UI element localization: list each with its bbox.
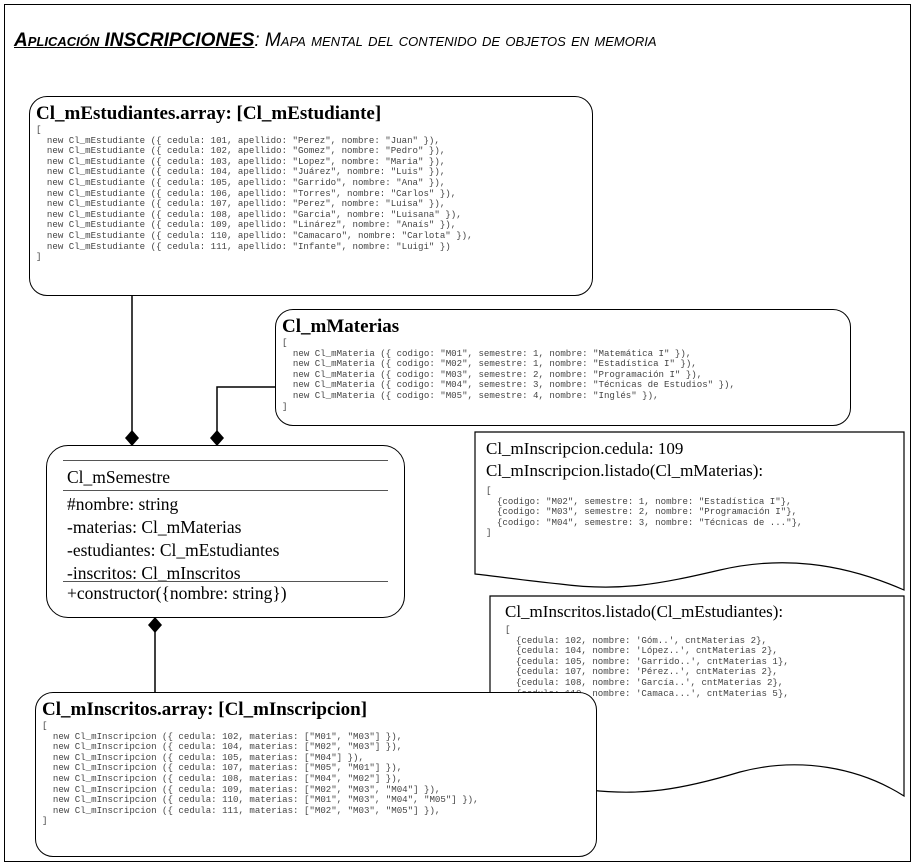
inscritos-box: Cl_mInscritos.array: [Cl_mInscripcion] […	[35, 692, 597, 857]
materia-line: new Cl_mMateria ({ codigo: "M04", semest…	[282, 379, 735, 391]
materia-line: new Cl_mMateria ({ codigo: "M02", semest…	[282, 358, 697, 370]
semestre-constructor: +constructor({nombre: string})	[67, 583, 287, 603]
materias-open: [	[282, 337, 288, 348]
inscripcion-listado: Cl_mInscripcion.listado(Cl_mMaterias):	[486, 461, 764, 480]
materias-box: Cl_mMaterias [ new Cl_mMateria ({ codigo…	[275, 309, 851, 426]
estudiante-line: new Cl_mEstudiante ({ cedula: 111, apell…	[36, 240, 451, 252]
inscritos-note-line: {cedula: 105, nombre: 'Garrido..', cntMa…	[505, 655, 789, 667]
inscripcion-note-line: {codigo: "M03", semestre: 2, nombre: "Pr…	[486, 506, 798, 518]
materias-close: ]	[282, 400, 288, 412]
inscripcion-line: new Cl_mInscripcion ({ cedula: 107, mate…	[42, 762, 403, 774]
inscritos-note-open: [	[505, 624, 511, 635]
inscritos-note-line: {cedula: 104, nombre: 'López..', cntMate…	[505, 645, 778, 657]
estudiantes-box: Cl_mEstudiantes.array: [Cl_mEstudiante] …	[29, 96, 593, 296]
inscripcion-note-line: {codigo: "M02", semestre: 1, nombre: "Es…	[486, 495, 792, 507]
inscripcion-note-line: {codigo: "M04", semestre: 3, nombre: "Té…	[486, 516, 803, 528]
semestre-class-box: Cl_mSemestre #nombre: string -materias: C…	[46, 445, 405, 618]
inscritos-listado-header: Cl_mInscritos.listado(Cl_mEstudiantes):	[505, 602, 784, 621]
estudiante-line: new Cl_mEstudiante ({ cedula: 110, apell…	[36, 229, 473, 241]
inscritos-note-line: {cedula: 108, nombre: 'García..', cntMat…	[505, 676, 784, 688]
inscritos-note-line: {cedula: 102, nombre: 'Góm..', cntMateri…	[505, 634, 767, 646]
materias-header: Cl_mMaterias	[282, 316, 400, 337]
materia-line: new Cl_mMateria ({ codigo: "M05", semest…	[282, 389, 659, 401]
estudiantes-open: [	[36, 124, 42, 135]
estudiante-line: new Cl_mEstudiante ({ cedula: 107, apell…	[36, 198, 446, 210]
inscripcion-line: new Cl_mInscripcion ({ cedula: 111, mate…	[42, 804, 441, 816]
page-title: Aplicación INSCRIPCIONES: Mapa mental de…	[14, 30, 657, 52]
inscripcion-line: new Cl_mInscripcion ({ cedula: 109, mate…	[42, 783, 441, 795]
materia-line: new Cl_mMateria ({ codigo: "M03", semest…	[282, 368, 703, 380]
inscritos-close: ]	[42, 815, 48, 827]
diagram-frame	[4, 4, 911, 862]
inscritos-note-line: {cedula: 107, nombre: 'Pérez..', cntMate…	[505, 666, 778, 678]
inscripcion-open: [	[486, 485, 492, 496]
semestre-attribute: -materias: Cl_mMaterias	[67, 517, 242, 537]
inscripcion-note: Cl_mInscripcion.cedula: 109 Cl_mInscripc…	[486, 438, 896, 539]
inscripcion-close: ]	[486, 527, 492, 539]
inscripcion-cedula: Cl_mInscripcion.cedula: 109	[486, 439, 684, 458]
inscripcion-line: new Cl_mInscripcion ({ cedula: 105, mate…	[42, 751, 364, 763]
semestre-class-name: Cl_mSemestre	[67, 467, 171, 487]
materia-line: new Cl_mMateria ({ codigo: "M01", semest…	[282, 347, 692, 359]
estudiante-line: new Cl_mEstudiante ({ cedula: 109, apell…	[36, 219, 457, 231]
estudiante-line: new Cl_mEstudiante ({ cedula: 102, apell…	[36, 145, 446, 157]
estudiante-line: new Cl_mEstudiante ({ cedula: 105, apell…	[36, 176, 446, 188]
inscripcion-line: new Cl_mInscripcion ({ cedula: 102, mate…	[42, 730, 403, 742]
estudiante-line: new Cl_mEstudiante ({ cedula: 106, apell…	[36, 187, 457, 199]
inscripcion-line: new Cl_mInscripcion ({ cedula: 110, mate…	[42, 794, 479, 806]
semestre-attribute: -estudiantes: Cl_mEstudiantes	[67, 540, 280, 560]
inscripcion-line: new Cl_mInscripcion ({ cedula: 108, mate…	[42, 772, 403, 784]
estudiante-line: new Cl_mEstudiante ({ cedula: 108, apell…	[36, 208, 462, 220]
inscritos-open: [	[42, 720, 48, 731]
semestre-attribute: #nombre: string	[67, 494, 179, 514]
inscritos-header: Cl_mInscritos.array: [Cl_mInscripcion]	[42, 699, 368, 720]
estudiantes-header: Cl_mEstudiantes.array: [Cl_mEstudiante]	[36, 103, 382, 124]
app-name: Aplicación INSCRIPCIONES	[14, 30, 255, 51]
estudiantes-close: ]	[36, 251, 42, 263]
estudiante-line: new Cl_mEstudiante ({ cedula: 101, apell…	[36, 134, 440, 146]
title-subtitle: : Mapa mental del contenido de objetos e…	[254, 30, 657, 51]
semestre-attribute: -inscritos: Cl_mInscritos	[67, 563, 241, 583]
inscripcion-line: new Cl_mInscripcion ({ cedula: 104, mate…	[42, 741, 403, 753]
estudiante-line: new Cl_mEstudiante ({ cedula: 103, apell…	[36, 155, 446, 167]
estudiante-line: new Cl_mEstudiante ({ cedula: 104, apell…	[36, 166, 446, 178]
